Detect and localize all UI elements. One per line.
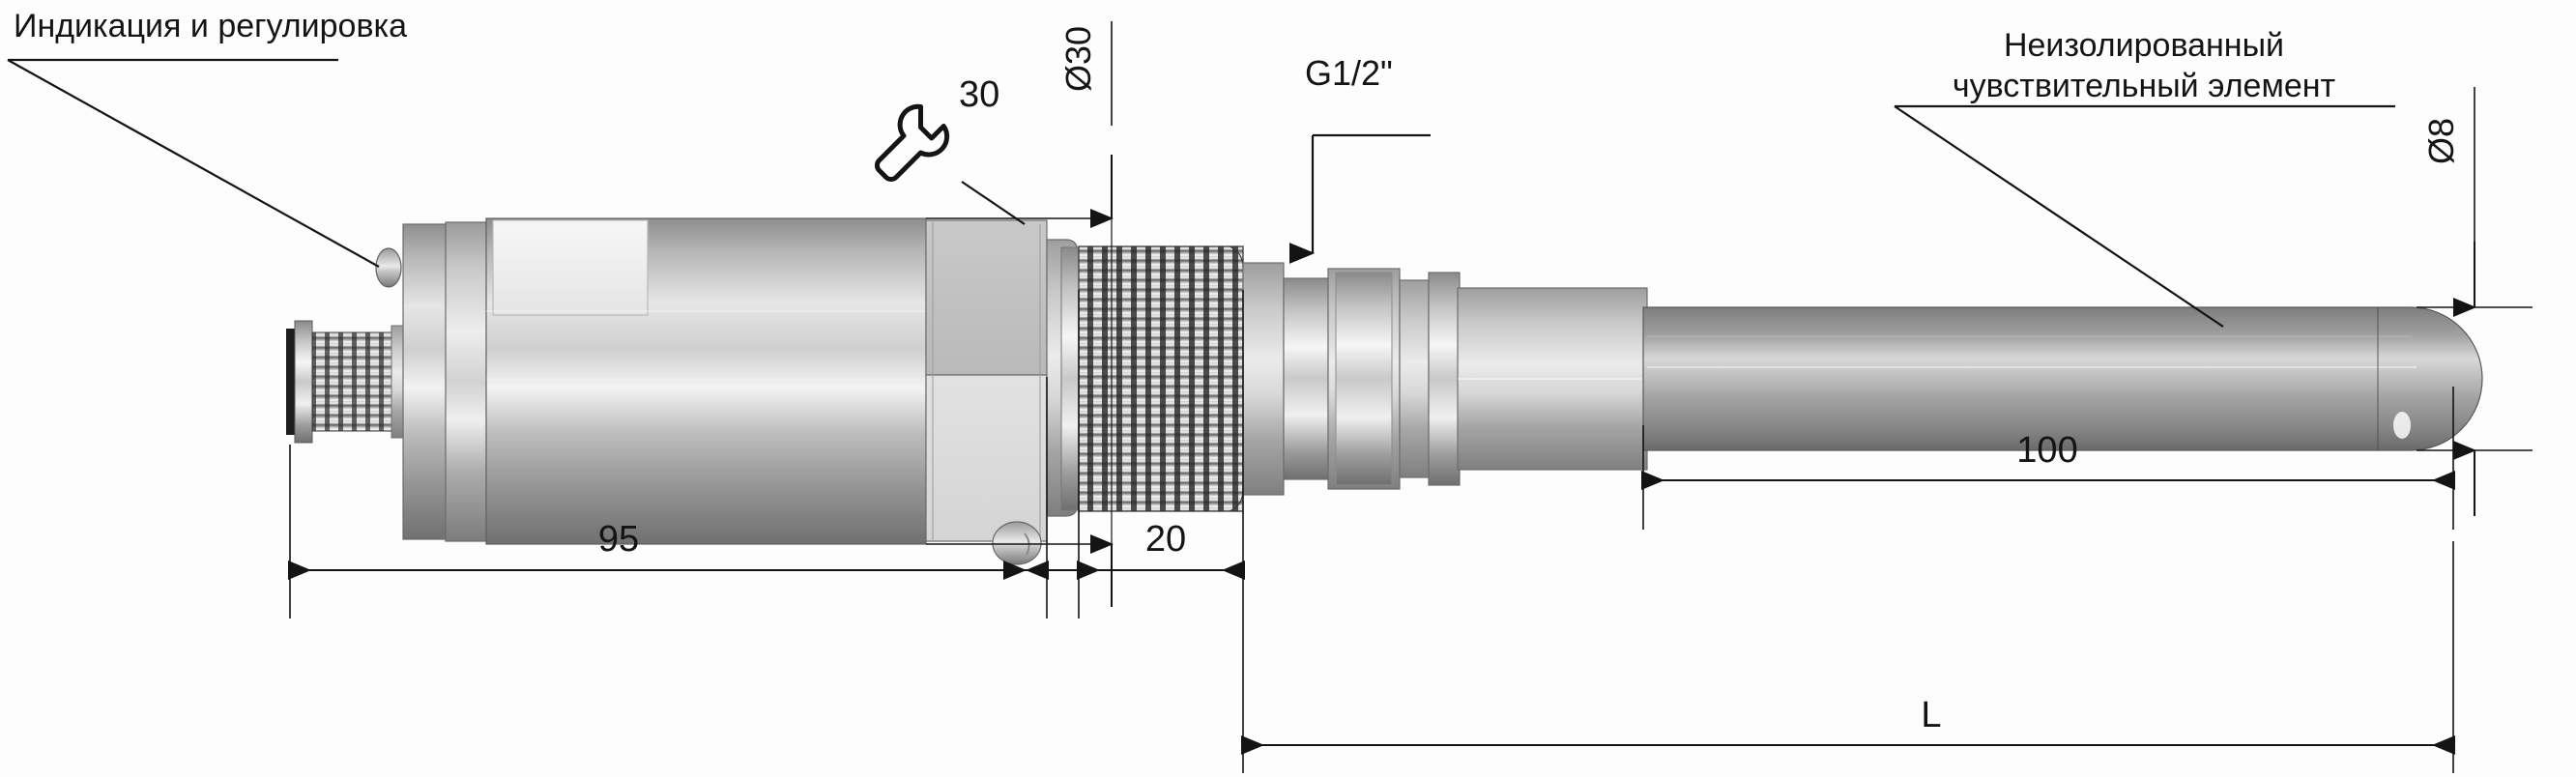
leader-wrench	[961, 181, 1026, 225]
dim-label-dia-housing: Ø30	[1058, 26, 1098, 92]
dimension-lines	[288, 155, 2476, 755]
drawing-text: Индикация и регулировка 30 G1/2" Неизоли…	[14, 8, 2461, 735]
extension-neck	[1457, 287, 1648, 471]
sensor-label-line2: чувствительный элемент	[1953, 68, 2335, 104]
process-thread	[1078, 245, 1244, 512]
leader-diagonal-sensor	[1894, 105, 2224, 328]
sensing-probe	[1642, 306, 2483, 451]
housing-collar	[391, 221, 497, 542]
dim-label-len-total: L	[1921, 695, 1941, 735]
sensor-label-line1: Неизолированный	[2004, 27, 2284, 64]
dim-label-len-thread: 20	[1145, 519, 1186, 560]
dim-label-len-housing: 95	[598, 519, 639, 560]
dim-label-len-sensing: 100	[2016, 430, 2077, 471]
adjust-screw	[375, 247, 402, 288]
main-housing	[485, 217, 927, 545]
transition-spool	[1242, 262, 1461, 496]
device-illustration	[286, 217, 2483, 565]
wrench-icon	[874, 103, 950, 183]
dim-label-dia-probe: Ø8	[2421, 118, 2461, 164]
wrench-size-label: 30	[959, 74, 999, 115]
thread-spec-label: G1/2"	[1305, 53, 1393, 93]
hex-nut	[925, 219, 1048, 565]
thread-shoulder	[1046, 239, 1080, 517]
display-adjust-label: Индикация и регулировка	[14, 8, 407, 44]
leader-lines	[7, 58, 2395, 328]
leader-diagonal-display	[7, 59, 380, 268]
